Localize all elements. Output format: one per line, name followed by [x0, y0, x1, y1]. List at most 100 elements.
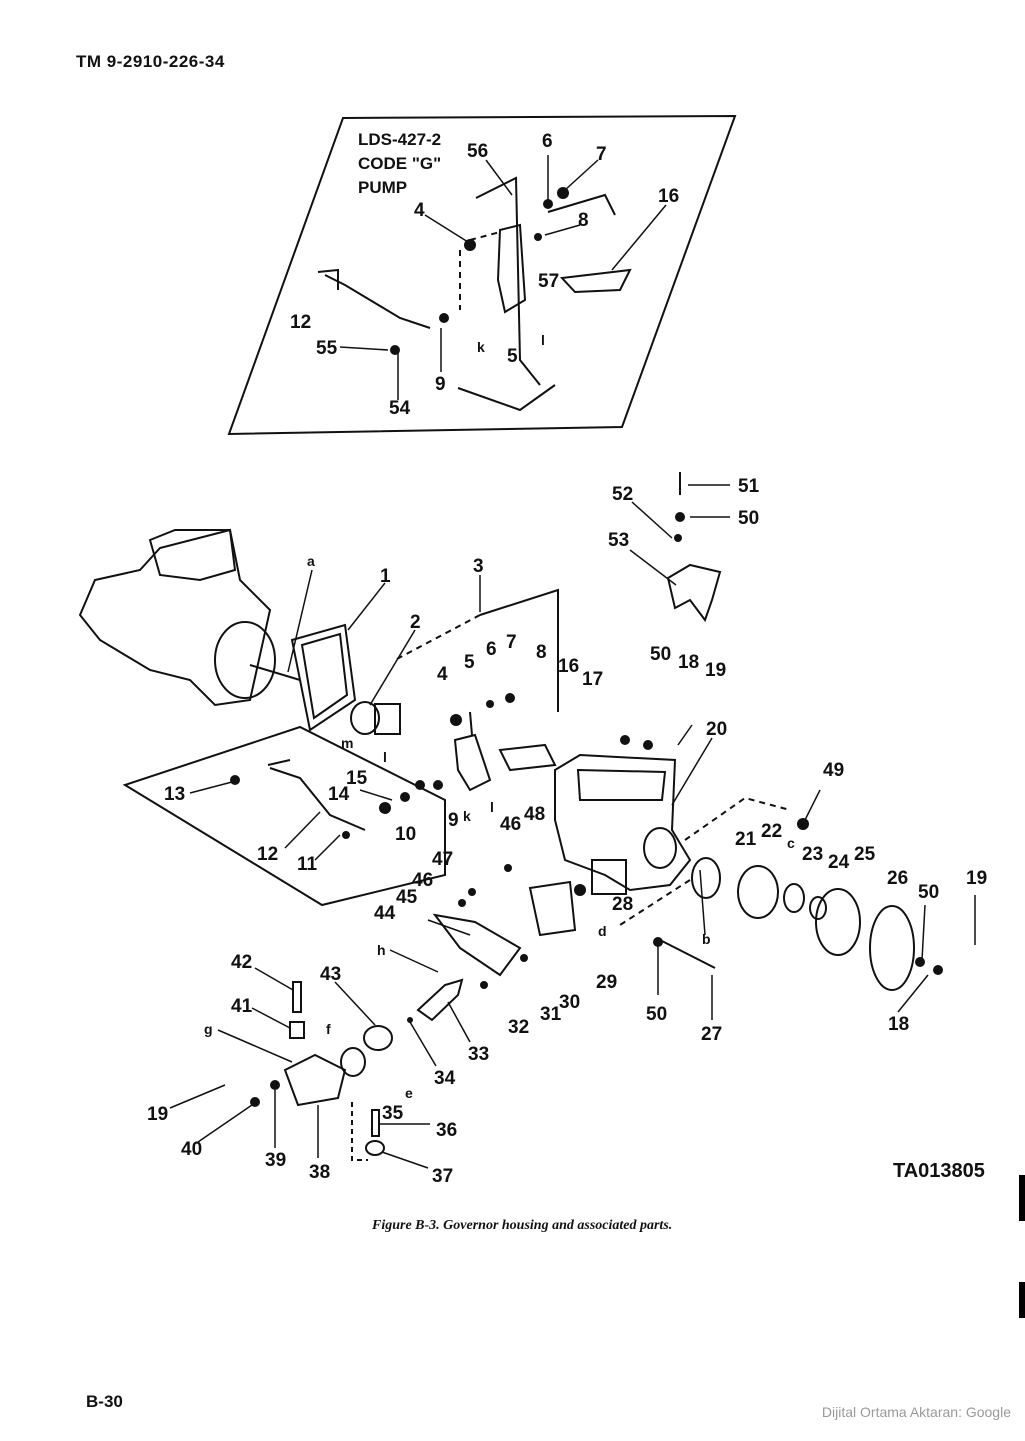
- callout: 11: [297, 854, 318, 875]
- callout: 53: [608, 530, 629, 551]
- callout: 6: [542, 131, 553, 152]
- gasket-lower: [528, 880, 577, 937]
- callout: h: [377, 942, 386, 958]
- callout: 43: [320, 964, 341, 985]
- cover-assembly: [666, 563, 722, 623]
- inset-line-3: PUMP: [358, 178, 408, 197]
- spring: [691, 857, 721, 899]
- callout: 18: [678, 652, 699, 673]
- callout: 31: [540, 1004, 562, 1025]
- inset-wire: [547, 193, 616, 216]
- callout: 28: [612, 894, 633, 915]
- callout: 51: [738, 476, 760, 497]
- inset-dash: [459, 231, 501, 310]
- callout: 8: [578, 210, 589, 231]
- weight-retainer: [350, 701, 380, 735]
- callout: 19: [147, 1104, 168, 1125]
- callout: 19: [966, 868, 987, 889]
- callout: 57: [538, 271, 559, 292]
- callout: 10: [395, 824, 416, 845]
- adjuster-33: [416, 978, 464, 1022]
- callout: 5: [507, 346, 518, 367]
- cover-gasket: [815, 888, 861, 956]
- pump-flange: [214, 621, 276, 699]
- callout: 1: [380, 566, 391, 587]
- callout: 8: [536, 642, 547, 663]
- callout: g: [204, 1021, 213, 1037]
- callout: b: [702, 931, 711, 947]
- callout: 16: [558, 656, 579, 677]
- callout: 50: [738, 508, 759, 529]
- callout: 40: [181, 1139, 202, 1160]
- fitting-43: [363, 1025, 393, 1051]
- callout: 15: [346, 768, 368, 789]
- callout: 33: [468, 1044, 489, 1065]
- callout: 2: [410, 612, 421, 633]
- callout: 26: [887, 868, 908, 889]
- callout: 29: [596, 972, 617, 993]
- callout: 48: [524, 804, 545, 825]
- inset-line-2: CODE "G": [358, 154, 442, 173]
- pump-head: [148, 529, 237, 582]
- scan-mark: [1019, 1282, 1025, 1318]
- figure-code: TA013805: [893, 1160, 985, 1182]
- callout: 45: [396, 887, 418, 908]
- inset-plate: [457, 176, 556, 412]
- callout: 52: [612, 484, 633, 505]
- inset-lever: [496, 223, 527, 314]
- callout: 23: [802, 844, 823, 865]
- link-group-frame: [122, 725, 446, 907]
- callout: 4: [414, 200, 425, 221]
- stud-42: [292, 981, 302, 1013]
- callout: 14: [328, 784, 350, 805]
- inset-link-rod: [317, 268, 431, 329]
- callout: 49: [823, 760, 844, 781]
- callout: k: [477, 339, 485, 355]
- callout: 46: [412, 870, 433, 891]
- callout: l: [383, 749, 387, 765]
- callout: 56: [467, 141, 488, 162]
- callout: 54: [389, 398, 411, 419]
- callout: 47: [432, 849, 453, 870]
- figure-caption: Figure B-3. Governor housing and associa…: [372, 1218, 673, 1233]
- governor-housing: [554, 753, 692, 892]
- callout: 17: [582, 669, 603, 690]
- callout: 30: [559, 992, 580, 1013]
- callout: m: [341, 735, 353, 751]
- inset-frame: [227, 114, 737, 436]
- callout-labels: 56 6 7 16 4 8 57 12 55 9 k 5 l 54 51 52 …: [147, 131, 987, 1187]
- callout: 9: [435, 374, 446, 395]
- callout: 24: [828, 852, 850, 873]
- callout: 5: [464, 652, 475, 673]
- callout: 34: [434, 1068, 456, 1089]
- lever-assembly: [453, 733, 492, 792]
- bolt: [659, 939, 716, 969]
- callout: 20: [706, 719, 727, 740]
- callout: 7: [506, 632, 517, 653]
- callout: 3: [473, 556, 484, 577]
- callout: 41: [231, 996, 253, 1017]
- document-number: TM 9-2910-226-34: [76, 52, 225, 71]
- gasket: [290, 623, 357, 732]
- callout: 50: [646, 1004, 667, 1025]
- callout: 9: [448, 810, 459, 831]
- callout: 36: [436, 1120, 457, 1141]
- callout: e: [405, 1085, 413, 1101]
- callout: 32: [508, 1017, 529, 1038]
- shim-plate: [498, 743, 557, 772]
- callout: 7: [596, 144, 607, 165]
- callout: 35: [382, 1103, 404, 1124]
- callout: 13: [164, 784, 185, 805]
- callout: f: [326, 1021, 331, 1037]
- callout: 55: [316, 338, 338, 359]
- pump-body: [78, 528, 272, 707]
- callout: d: [598, 923, 607, 939]
- callout: 27: [701, 1024, 722, 1045]
- washer: [809, 896, 827, 920]
- callout: 37: [432, 1166, 453, 1187]
- inset-label: LDS-427-2 CODE "G" PUMP: [358, 128, 441, 200]
- housing-38: [283, 1053, 347, 1107]
- plate-44: [432, 913, 522, 977]
- callout: 25: [854, 844, 876, 865]
